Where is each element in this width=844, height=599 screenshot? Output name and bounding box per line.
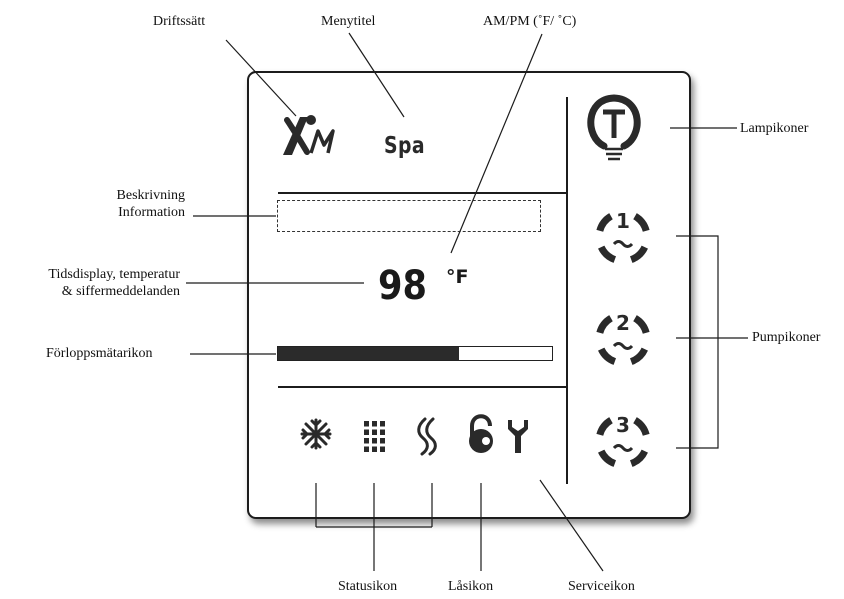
callout-lasikon: Låsikon xyxy=(448,579,494,594)
light-bulb-icon[interactable] xyxy=(587,94,641,161)
pump-ring-segment xyxy=(633,417,650,436)
callout-menytitel: Menytitel xyxy=(321,14,376,29)
dot-grid-cell xyxy=(364,429,369,435)
wrench-icon[interactable] xyxy=(508,420,528,453)
pump-ring-segment xyxy=(633,213,650,232)
pump-ring-segment xyxy=(596,417,613,436)
pump-ring-segment xyxy=(598,245,617,263)
dot-grid-icon xyxy=(364,421,385,452)
leader-lines xyxy=(186,32,748,572)
callout-beskrivning: Beskrivning Information xyxy=(60,187,185,221)
pump-ring-segment xyxy=(629,449,648,467)
pump-ring-segment xyxy=(629,347,648,365)
dot-grid-cell xyxy=(372,421,377,427)
dot-grid-cell xyxy=(380,421,385,427)
callout-pumpikoner: Pumpikoner xyxy=(752,330,821,345)
pump-number-label: 1 xyxy=(616,209,630,233)
dot-grid-cell xyxy=(364,446,369,452)
water-wave-icon xyxy=(612,240,634,248)
pump-ring-segment xyxy=(596,315,613,334)
callout-tidsdisplay-line2: & siffermeddelanden xyxy=(61,284,180,299)
dot-grid-cell xyxy=(372,429,377,435)
water-wave-icon xyxy=(612,444,634,452)
callout-lampikoner: Lampikoner xyxy=(740,121,809,136)
callout-driftssatt: Driftssätt xyxy=(153,14,206,29)
heat-waves-icon xyxy=(417,417,437,456)
xm-mode-icon[interactable] xyxy=(283,115,335,155)
pump-ring-segment xyxy=(629,245,648,263)
callout-tidsdisplay-line1: Tidsdisplay, temperatur xyxy=(48,267,180,282)
dot-grid-cell xyxy=(380,438,385,444)
menu-title: Spa xyxy=(384,133,426,159)
dot-grid-cell xyxy=(372,438,377,444)
pump-ring-segment xyxy=(596,213,613,232)
pump-ring-segment xyxy=(598,347,617,365)
pump-number-label: 3 xyxy=(616,413,630,437)
pump-ring-segment xyxy=(633,315,650,334)
dot-grid-cell xyxy=(364,438,369,444)
callout-beskrivning-line1: Beskrivning xyxy=(116,188,185,203)
pump-1-icon[interactable] xyxy=(596,213,650,263)
snowflake-icon xyxy=(300,418,332,450)
temperature-unit: °F xyxy=(446,266,469,288)
dot-grid-cell xyxy=(380,429,385,435)
callout-ampm: AM/PM (˚F/ ˚C) xyxy=(483,14,577,29)
description-info-box xyxy=(277,200,541,232)
callout-statusikon: Statusikon xyxy=(338,579,398,594)
dot-grid-cell xyxy=(372,446,377,452)
pump-ring-segment xyxy=(598,449,617,467)
lock-icon[interactable] xyxy=(469,414,493,453)
progress-bar-fill xyxy=(278,347,459,360)
callout-beskrivning-line2: Information xyxy=(118,205,185,220)
pump-2-icon[interactable] xyxy=(596,315,650,365)
dot-grid-cell xyxy=(380,446,385,452)
pump-number-label: 2 xyxy=(616,311,630,335)
callout-serviceikon: Serviceikon xyxy=(568,579,635,594)
dot-grid-cell xyxy=(364,421,369,427)
callout-tidsdisplay: Tidsdisplay, temperatur & siffermeddelan… xyxy=(2,266,180,300)
water-wave-icon xyxy=(612,342,634,350)
pump-3-icon[interactable] xyxy=(596,417,650,467)
callout-forloppsmatarikon: Förloppsmätarikon xyxy=(46,346,153,361)
progress-bar xyxy=(277,346,553,361)
temperature-display: 98 xyxy=(378,263,427,309)
